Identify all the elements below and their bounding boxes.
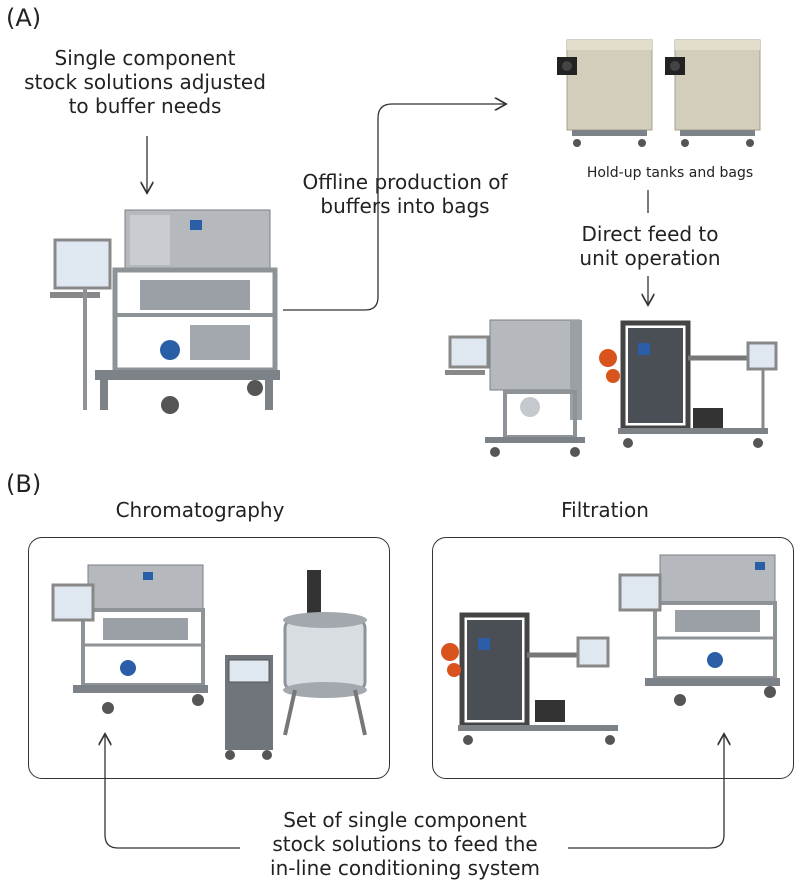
arrow-to-filtration [568, 735, 724, 849]
arrow-to-chromatography [105, 735, 240, 849]
inline-conditioning-system-image [50, 209, 280, 414]
arrow-to-holdup [283, 104, 505, 311]
section-a-label: (A) [6, 4, 42, 32]
holdup-tanks-image [557, 39, 761, 147]
unit-operation-column-image [445, 319, 585, 457]
filtration-title: Filtration [561, 498, 649, 522]
section-b-label: (B) [6, 470, 42, 498]
unit-operation-filtration-image [599, 320, 778, 448]
set-of-solutions-text: Set of single component stock solutions … [270, 808, 540, 880]
filtration-system-image [441, 612, 618, 745]
stock-solutions-text: Single component stock solutions adjuste… [24, 46, 266, 118]
filtration-conditioning-system-image [618, 554, 780, 706]
holdup-tanks-text: Hold-up tanks and bags [586, 165, 754, 181]
chromatography-conditioning-system-image [51, 564, 208, 714]
chromatography-title: Chromatography [115, 498, 285, 522]
offline-production-text: Offline production of buffers into bags [302, 170, 508, 218]
chromatography-column-image [225, 570, 367, 760]
direct-feed-text: Direct feed to unit operation [579, 222, 721, 270]
